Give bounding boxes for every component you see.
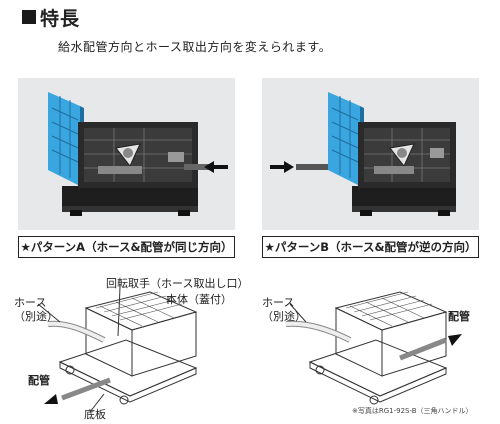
valve-box-photo-a bbox=[48, 92, 228, 216]
diagram-pattern-b bbox=[250, 262, 500, 422]
photo-pattern-a bbox=[18, 78, 235, 230]
photo-pattern-b bbox=[262, 78, 479, 230]
label-body: 本体（蓋付） bbox=[166, 293, 232, 306]
section-heading: 特長 bbox=[22, 4, 80, 30]
line-drawing-b bbox=[285, 291, 462, 405]
heading-title: 特長 bbox=[40, 7, 81, 30]
valve-box-photo-b bbox=[270, 92, 456, 216]
label-pipe-b: 配管 bbox=[448, 310, 470, 323]
line-drawing-a bbox=[37, 286, 198, 413]
label-hose-b: ホース bbox=[262, 296, 295, 309]
heading-square-icon bbox=[22, 10, 36, 24]
label-hose-a: ホース bbox=[14, 296, 47, 309]
label-rotating-handle: 回転取手（ホース取出し口） bbox=[106, 277, 249, 290]
diagram-pattern-a bbox=[0, 262, 250, 422]
pattern-b-caption: ★パターンB（ホース&配管が逆の方向） bbox=[262, 236, 479, 258]
photo-note: ※写真はRG1-92S-B（三角ハンドル） bbox=[352, 407, 473, 415]
lead-text: 給水配管方向とホース取出方向を変えられます。 bbox=[58, 40, 332, 54]
label-pipe-a: 配管 bbox=[28, 374, 50, 387]
pattern-a-caption: ★パターンA（ホース&配管が同じ方向） bbox=[18, 236, 235, 258]
label-hose-note-a: （別途） bbox=[14, 310, 58, 323]
label-hose-note-b: （別途） bbox=[262, 310, 306, 323]
label-base: 底板 bbox=[84, 408, 106, 421]
